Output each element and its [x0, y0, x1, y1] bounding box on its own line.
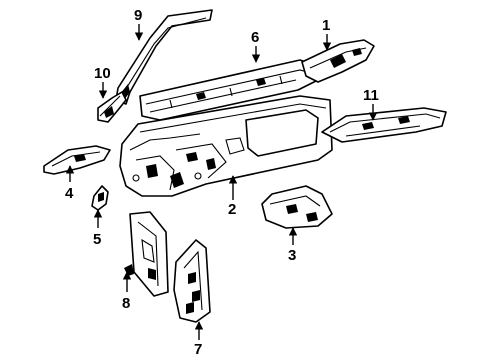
callout-3: 3: [288, 247, 296, 264]
callout-7: 7: [194, 341, 202, 358]
callout-labels: 1 2 3 4 5 6 7 8 9 10 11: [65, 7, 379, 358]
leader-lines: [65, 24, 378, 340]
callout-6: 6: [251, 29, 259, 46]
callout-8: 8: [122, 295, 130, 312]
callout-4: 4: [65, 185, 74, 202]
part-4-bracket: [43, 145, 111, 175]
part-7-bracket: [173, 239, 211, 323]
part-5-clip: [91, 185, 109, 211]
callout-5: 5: [93, 231, 101, 248]
part-2-dash-panel: [119, 95, 333, 197]
callout-10: 10: [94, 65, 111, 82]
part-10-bracket: [97, 91, 127, 123]
callout-2: 2: [228, 201, 236, 218]
callout-1: 1: [322, 17, 330, 34]
callout-9: 9: [134, 7, 142, 24]
part-8-panel: [124, 211, 169, 297]
part-3-bracket: [261, 185, 333, 229]
part-1-bracket: [301, 39, 375, 83]
callout-11: 11: [363, 87, 379, 104]
part-11-rail: [321, 107, 447, 143]
